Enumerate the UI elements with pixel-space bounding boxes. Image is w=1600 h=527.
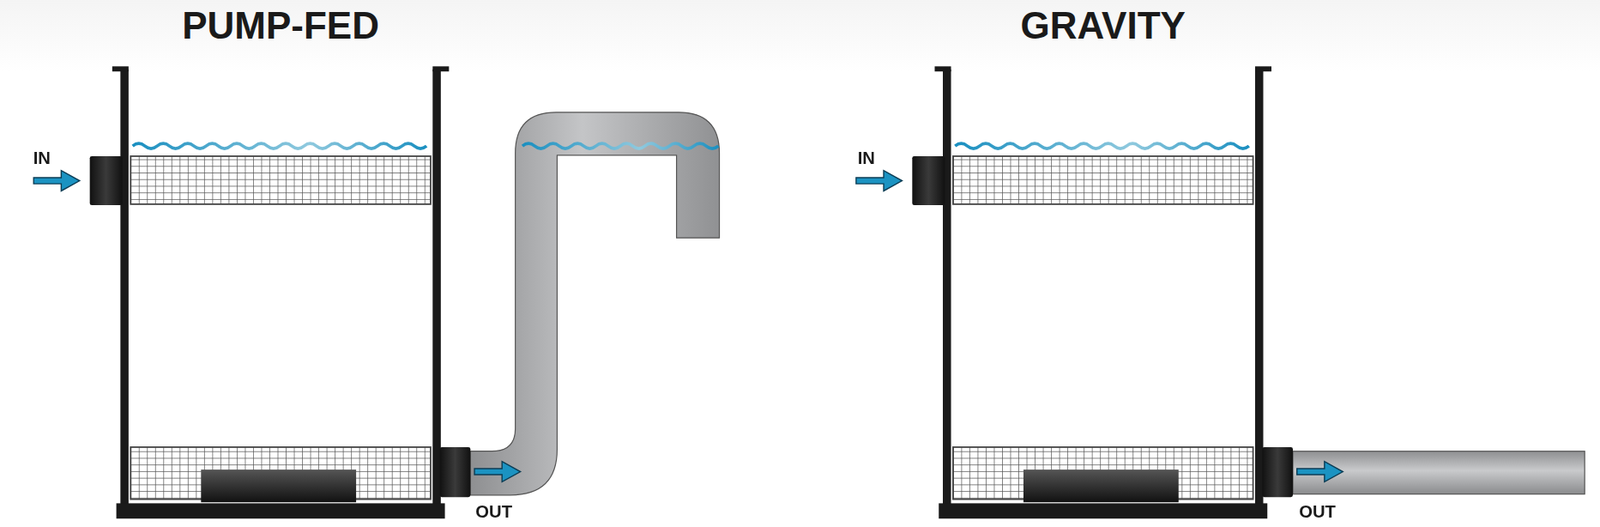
panel-title: PUMP-FED bbox=[181, 6, 380, 45]
panel-title: GRAVITY bbox=[1020, 6, 1186, 45]
inlet-label: IN bbox=[857, 150, 876, 168]
outlet-label: OUT bbox=[1298, 502, 1336, 520]
outlet-label: OUT bbox=[475, 502, 513, 520]
inlet-label: IN bbox=[33, 150, 51, 168]
